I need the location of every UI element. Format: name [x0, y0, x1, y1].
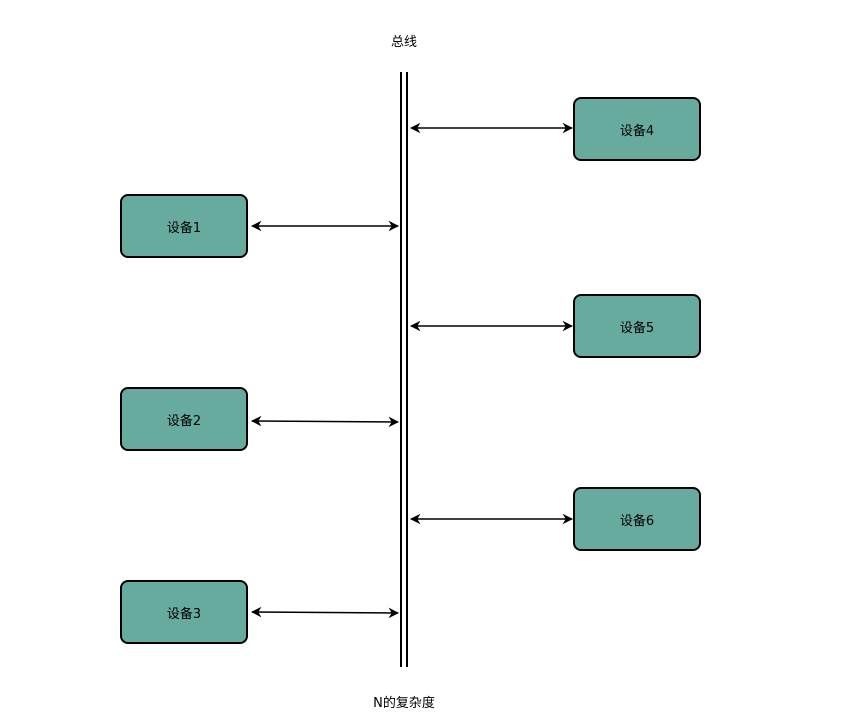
device-5[interactable]: 设备5 [573, 294, 701, 358]
device-1[interactable]: 设备1 [120, 194, 248, 258]
device-6[interactable]: 设备6 [573, 487, 701, 551]
device-1-label: 设备1 [166, 220, 202, 236]
bus-caption: N的复杂度 [373, 696, 435, 711]
device-3[interactable]: 设备3 [120, 580, 248, 644]
device-2-label: 设备2 [166, 413, 202, 429]
bus-title: 总线 [390, 35, 417, 50]
device-4[interactable]: 设备4 [573, 97, 701, 161]
device-6-label: 设备6 [619, 513, 655, 529]
connector-device-3 [250, 606, 400, 619]
device-4-label: 设备4 [619, 123, 655, 139]
device-5-label: 设备5 [619, 320, 655, 336]
connector-device-2 [250, 415, 400, 428]
device-2[interactable]: 设备2 [120, 387, 248, 451]
device-3-label: 设备3 [166, 606, 202, 622]
